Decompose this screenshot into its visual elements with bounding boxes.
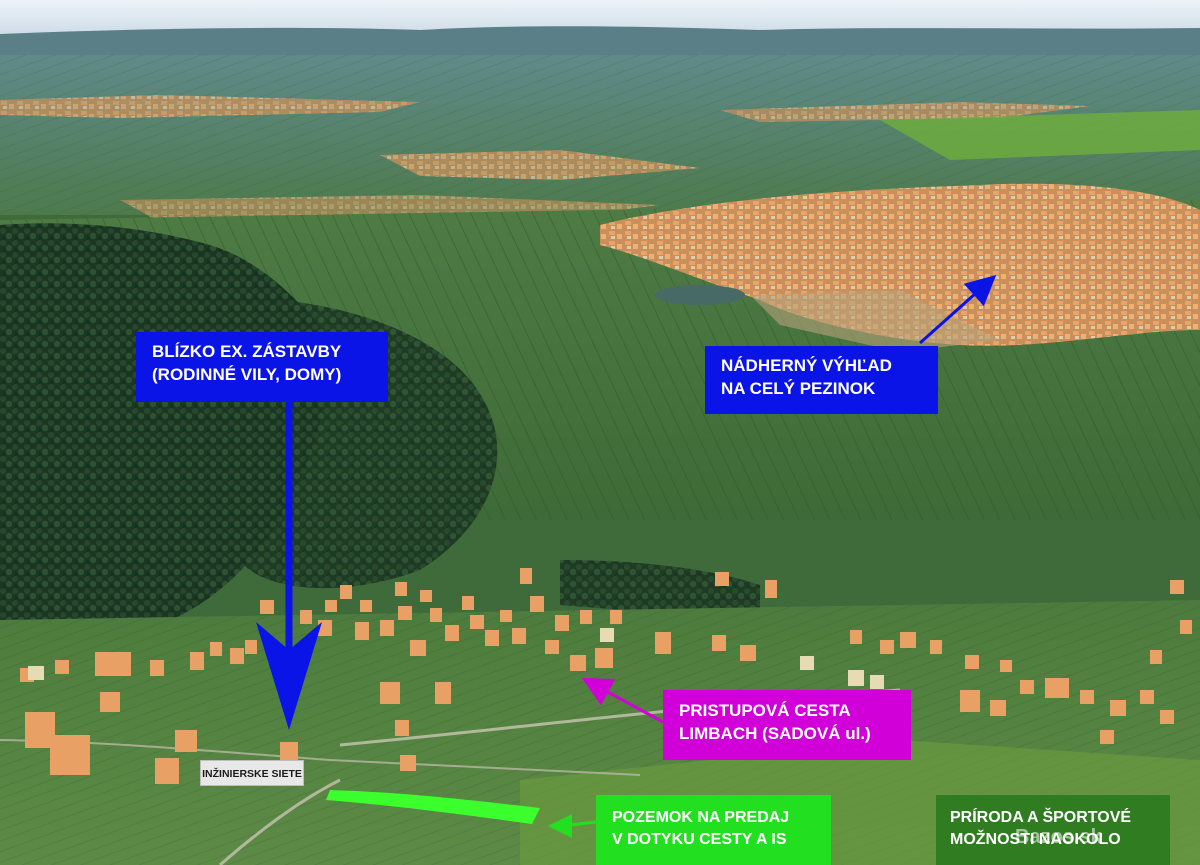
callout-cesta-line2: LIMBACH (SADOVÁ ul.) [679, 723, 871, 743]
callout-cesta-line1: PRISTUPOVÁ CESTA [679, 701, 851, 720]
far-town [0, 95, 420, 118]
callout-pozemok-na-predaj: POZEMOK NA PREDAJ V DOTYKU CESTY A IS [596, 795, 831, 865]
callout-priroda-line1: PRÍRODA A ŠPORTOVÉ [950, 809, 1132, 826]
village-buildings [20, 568, 1192, 784]
callout-pozemok-line2: V DOTYKU CESTY A IS [612, 830, 787, 848]
pezinok-town [600, 183, 1200, 346]
callout-pristupova-cesta: PRISTUPOVÁ CESTA LIMBACH (SADOVÁ ul.) [663, 690, 911, 760]
watermark-logo: Bazos.sk [1015, 826, 1102, 848]
callout-vyhlad-line1: NÁDHERNÝ VÝHĽAD [721, 356, 892, 375]
callout-vyhlad-pezinok: NÁDHERNÝ VÝHĽAD NA CELÝ PEZINOK [705, 346, 938, 414]
callout-priroda-sport: PRÍRODA A ŠPORTOVÉ MOŽNOSTI NAOKOLO [936, 795, 1170, 865]
label-inzinierske-siete: INŽINIERSKE SIETE [200, 760, 304, 786]
arrow-cesta [581, 677, 664, 724]
arrow-vyhlad [919, 275, 997, 345]
callout-blizko-line2: (RODINNÉ VILY, DOMY) [152, 364, 342, 384]
plot-highlight [326, 790, 540, 824]
callout-vyhlad-line2: NA CELÝ PEZINOK [721, 378, 876, 398]
village-buildings-light [28, 628, 884, 689]
arrow-head-blizko [256, 622, 322, 730]
callout-blizko-zastavby: BLÍZKO EX. ZÁSTAVBY (RODINNÉ VILY, DOMY) [136, 332, 388, 402]
callout-blizko-line1: BLÍZKO EX. ZÁSTAVBY [152, 342, 342, 361]
callout-pozemok-line1: POZEMOK NA PREDAJ [612, 809, 790, 826]
callout-priroda-line2: MOŽNOSTI NAOKOLO [950, 830, 1121, 848]
pond [655, 285, 745, 305]
